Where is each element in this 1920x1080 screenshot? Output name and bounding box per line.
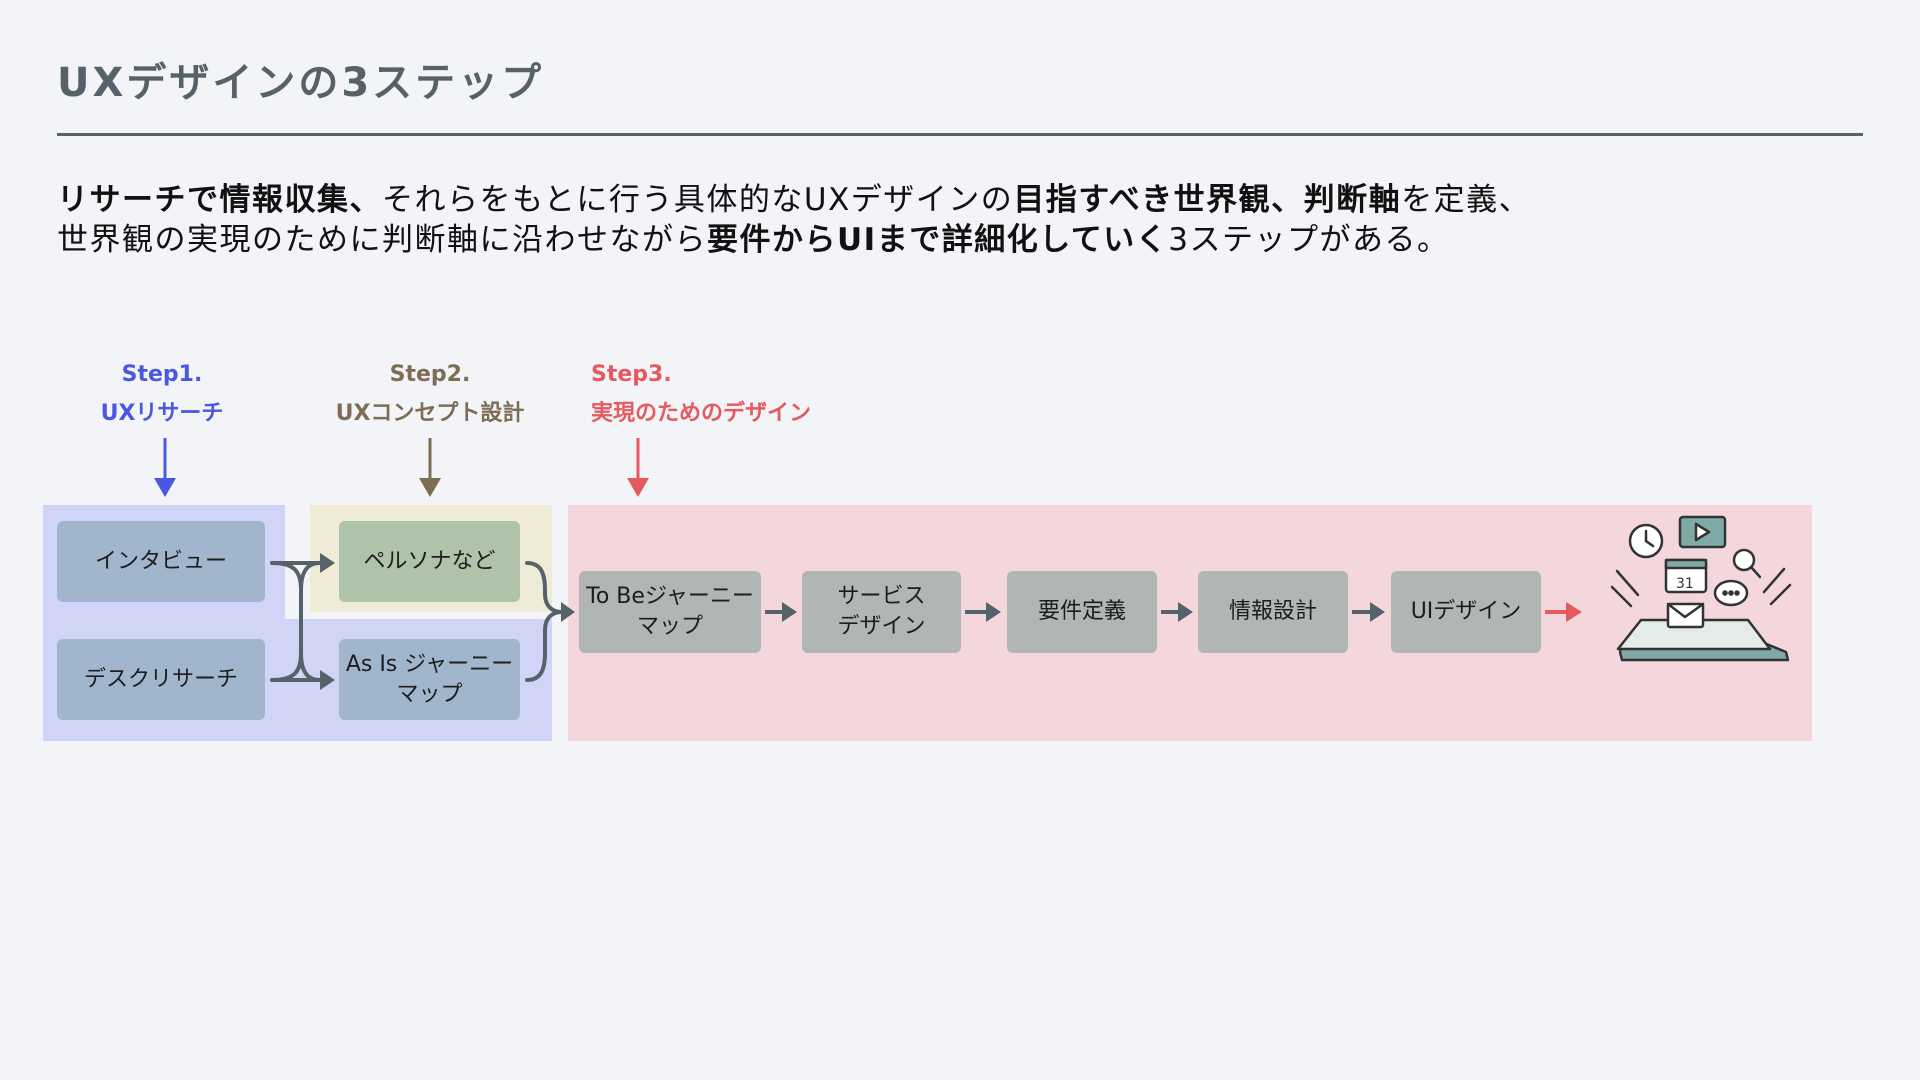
step-2-header: Step2. UXコンセプト設計 bbox=[310, 355, 550, 433]
ui-design-box: UIデザイン bbox=[1391, 571, 1541, 653]
info-arch-to-ui-arrow bbox=[1352, 602, 1385, 622]
intro-text: リサーチで情報収集、それらをもとに行う具体的なUXデザインの目指すべき世界観、判… bbox=[57, 180, 1857, 260]
step-3-label: Step3. bbox=[591, 362, 672, 387]
desk-research-box: デスクリサーチ bbox=[57, 639, 265, 720]
device-illustration-icon: 31 bbox=[1610, 515, 1792, 662]
intro-line-1-part-2: それらをもとに行う具体的なUXデザインの bbox=[382, 182, 1014, 218]
requirements-to-info-arch-arrow bbox=[1161, 602, 1193, 622]
step-3-header: Step3. 実現のためのデザイン bbox=[591, 355, 811, 433]
step-3-zone bbox=[568, 505, 1812, 741]
ui-to-output-arrow bbox=[1545, 602, 1582, 622]
page-title: UXデザインの3ステップ bbox=[57, 60, 545, 106]
intro-line-1-part-4: を定義、 bbox=[1401, 182, 1532, 218]
to-to-be-arrowhead bbox=[561, 602, 575, 622]
persona-box: ペルソナなど bbox=[339, 521, 520, 602]
to-persona-arrowhead bbox=[320, 553, 335, 573]
intro-line-1-part-1: リサーチで情報収集、 bbox=[57, 182, 382, 218]
intro-line-2-part-3: 3ステップがある。 bbox=[1168, 222, 1450, 258]
step-2-down-arrow bbox=[419, 438, 441, 497]
research-to-concept-connector bbox=[270, 561, 322, 682]
step-3-down-arrow bbox=[627, 438, 649, 497]
to-be-to-service-arrow bbox=[765, 602, 797, 622]
to-be-journey-box: To Beジャーニー マップ bbox=[579, 571, 761, 653]
information-architecture-box: 情報設計 bbox=[1198, 571, 1348, 653]
interview-box: インタビュー bbox=[57, 521, 265, 602]
step-3-name: 実現のためのデザイン bbox=[591, 401, 812, 426]
to-as-is-arrowhead bbox=[320, 670, 335, 690]
step-1-name: UXリサーチ bbox=[100, 401, 224, 426]
title-divider bbox=[57, 133, 1863, 136]
svg-text:31: 31 bbox=[1676, 576, 1694, 592]
step-1-down-arrow bbox=[154, 438, 176, 497]
intro-line-1-part-3: 目指すべき世界観、判断軸 bbox=[1013, 182, 1402, 218]
step-1-header: Step1. UXリサーチ bbox=[62, 355, 262, 433]
intro-line-2-part-1: 世界観の実現のために判断軸に沿わせながら bbox=[57, 222, 707, 258]
step-1-label: Step1. bbox=[121, 362, 203, 387]
service-design-box: サービス デザイン bbox=[802, 571, 961, 653]
service-to-requirements-arrow bbox=[965, 602, 1001, 622]
intro-line-2: 世界観の実現のために判断軸に沿わせながら要件からUIまで詳細化していく3ステップ… bbox=[57, 220, 1857, 260]
step-2-name: UXコンセプト設計 bbox=[335, 401, 525, 426]
concept-to-design-brace bbox=[525, 561, 564, 682]
requirements-box: 要件定義 bbox=[1007, 571, 1157, 653]
intro-line-1: リサーチで情報収集、それらをもとに行う具体的なUXデザインの目指すべき世界観、判… bbox=[57, 180, 1857, 220]
intro-line-2-part-2: 要件からUIまで詳細化していく bbox=[707, 222, 1169, 258]
as-is-journey-box: As Is ジャーニー マップ bbox=[339, 639, 520, 720]
step-2-label: Step2. bbox=[389, 362, 471, 387]
